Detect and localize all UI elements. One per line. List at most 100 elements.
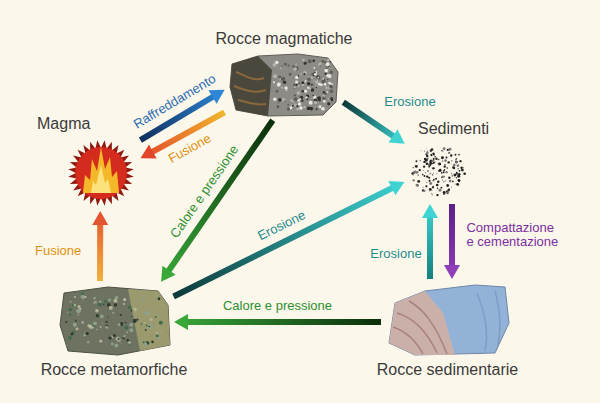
sediment-grain — [441, 156, 444, 159]
sediment-grain — [428, 164, 430, 166]
rock-speckle — [301, 100, 303, 102]
node-label: Magma — [37, 114, 90, 133]
rock-speckle — [111, 335, 113, 337]
sediment-grain — [456, 183, 459, 186]
rock-speckle — [277, 102, 278, 103]
rock-speckle — [312, 95, 314, 97]
arrow-head — [422, 204, 438, 218]
rock-speckle — [70, 301, 72, 303]
sediment-grain — [459, 154, 460, 155]
sediment-grain — [430, 159, 433, 162]
rock-speckle — [112, 336, 114, 338]
sediment-grain — [437, 194, 438, 195]
rock-node: Magma — [65, 135, 137, 207]
rock-speckle — [156, 334, 159, 337]
rock-speckle — [292, 105, 294, 107]
rock-speckle — [151, 341, 154, 344]
sediment-grain — [434, 156, 436, 158]
sediment-grain — [442, 160, 444, 162]
rock-speckle — [296, 108, 299, 111]
rock-speckle — [307, 107, 311, 111]
igneous-rock — [230, 54, 338, 116]
sediment-grain — [424, 158, 427, 161]
rock-speckle — [311, 76, 314, 79]
sediment-grain — [459, 170, 461, 172]
sediment-grain — [451, 160, 453, 162]
rock-speckle — [281, 65, 283, 67]
rock-speckle — [95, 309, 98, 312]
rock-speckle — [326, 62, 330, 66]
rock-speckle — [315, 80, 319, 84]
sediment-grain — [455, 159, 457, 161]
rock-speckle — [74, 296, 76, 298]
rock-speckle — [84, 296, 86, 298]
sediment-grain — [426, 151, 428, 153]
sediment-grain — [463, 172, 466, 175]
sediment-grain — [439, 169, 441, 171]
rock-speckle — [276, 105, 279, 108]
rock-pink-part — [389, 291, 455, 355]
rock-speckle — [69, 314, 71, 316]
rock-speckle — [311, 88, 315, 92]
sediment-grain — [454, 174, 457, 177]
rock-speckle — [114, 344, 118, 348]
rock-speckle — [142, 299, 145, 302]
rock-speckle — [322, 78, 324, 80]
rock-speckle — [104, 300, 107, 303]
sediment-grain — [433, 154, 435, 156]
sediment-grain — [432, 193, 434, 195]
rock-speckle — [330, 89, 334, 93]
sediment-grain — [458, 180, 460, 182]
rock-speckle — [324, 97, 326, 99]
sediment-grain — [444, 169, 445, 170]
sediment-grain — [413, 167, 414, 168]
rock-speckle — [303, 71, 307, 75]
rock-speckle — [67, 312, 68, 313]
sediment-grain — [428, 173, 430, 175]
sediment-grain — [424, 175, 426, 177]
rock-speckle — [273, 74, 277, 78]
sediment-grain — [427, 170, 429, 172]
rock-speckle — [287, 64, 289, 66]
sediment-grain — [459, 161, 460, 162]
rock-illustration — [228, 52, 340, 117]
arrow-head — [208, 90, 224, 104]
rock-speckle — [146, 324, 148, 326]
sediment-grain — [416, 184, 419, 187]
sediment-grain — [440, 187, 442, 189]
rock-speckle — [317, 76, 319, 78]
rock-illustration — [58, 285, 170, 355]
sediment-grain — [445, 180, 446, 181]
rock-speckle — [284, 100, 286, 102]
rock-speckle — [124, 326, 128, 330]
rock-speckle — [131, 316, 132, 317]
rock-speckle — [330, 61, 332, 63]
rock-speckle — [276, 90, 279, 93]
sediment-grain — [433, 185, 434, 186]
sediment-grain — [458, 154, 460, 156]
sediment-grain — [453, 164, 454, 165]
sediment-grain — [438, 162, 441, 165]
sediment-grain — [450, 154, 452, 156]
rock-speckle — [65, 321, 67, 323]
rock-speckle — [300, 96, 304, 100]
sediment-grain — [456, 172, 458, 174]
edge-label: Fusione — [35, 244, 81, 259]
cycle-arrow — [444, 204, 460, 279]
sediment-grain — [450, 186, 452, 188]
node-label-box: Rocce metamorfiche — [41, 360, 188, 379]
sediment-grain — [429, 181, 431, 183]
sediment-grain — [459, 174, 461, 176]
arrow-head — [141, 145, 157, 159]
rock-speckle — [99, 326, 101, 328]
rock-speckle — [102, 322, 103, 323]
rock-speckle — [72, 304, 74, 306]
node-label: Rocce magmatiche — [216, 29, 353, 48]
sediment-grain — [449, 180, 452, 183]
sediment-grain — [432, 153, 434, 155]
rock-speckle — [277, 83, 281, 87]
rock-speckle — [81, 295, 85, 299]
rock-speckle — [125, 322, 127, 324]
rock-layer — [477, 293, 487, 351]
rock-speckle — [324, 69, 328, 73]
